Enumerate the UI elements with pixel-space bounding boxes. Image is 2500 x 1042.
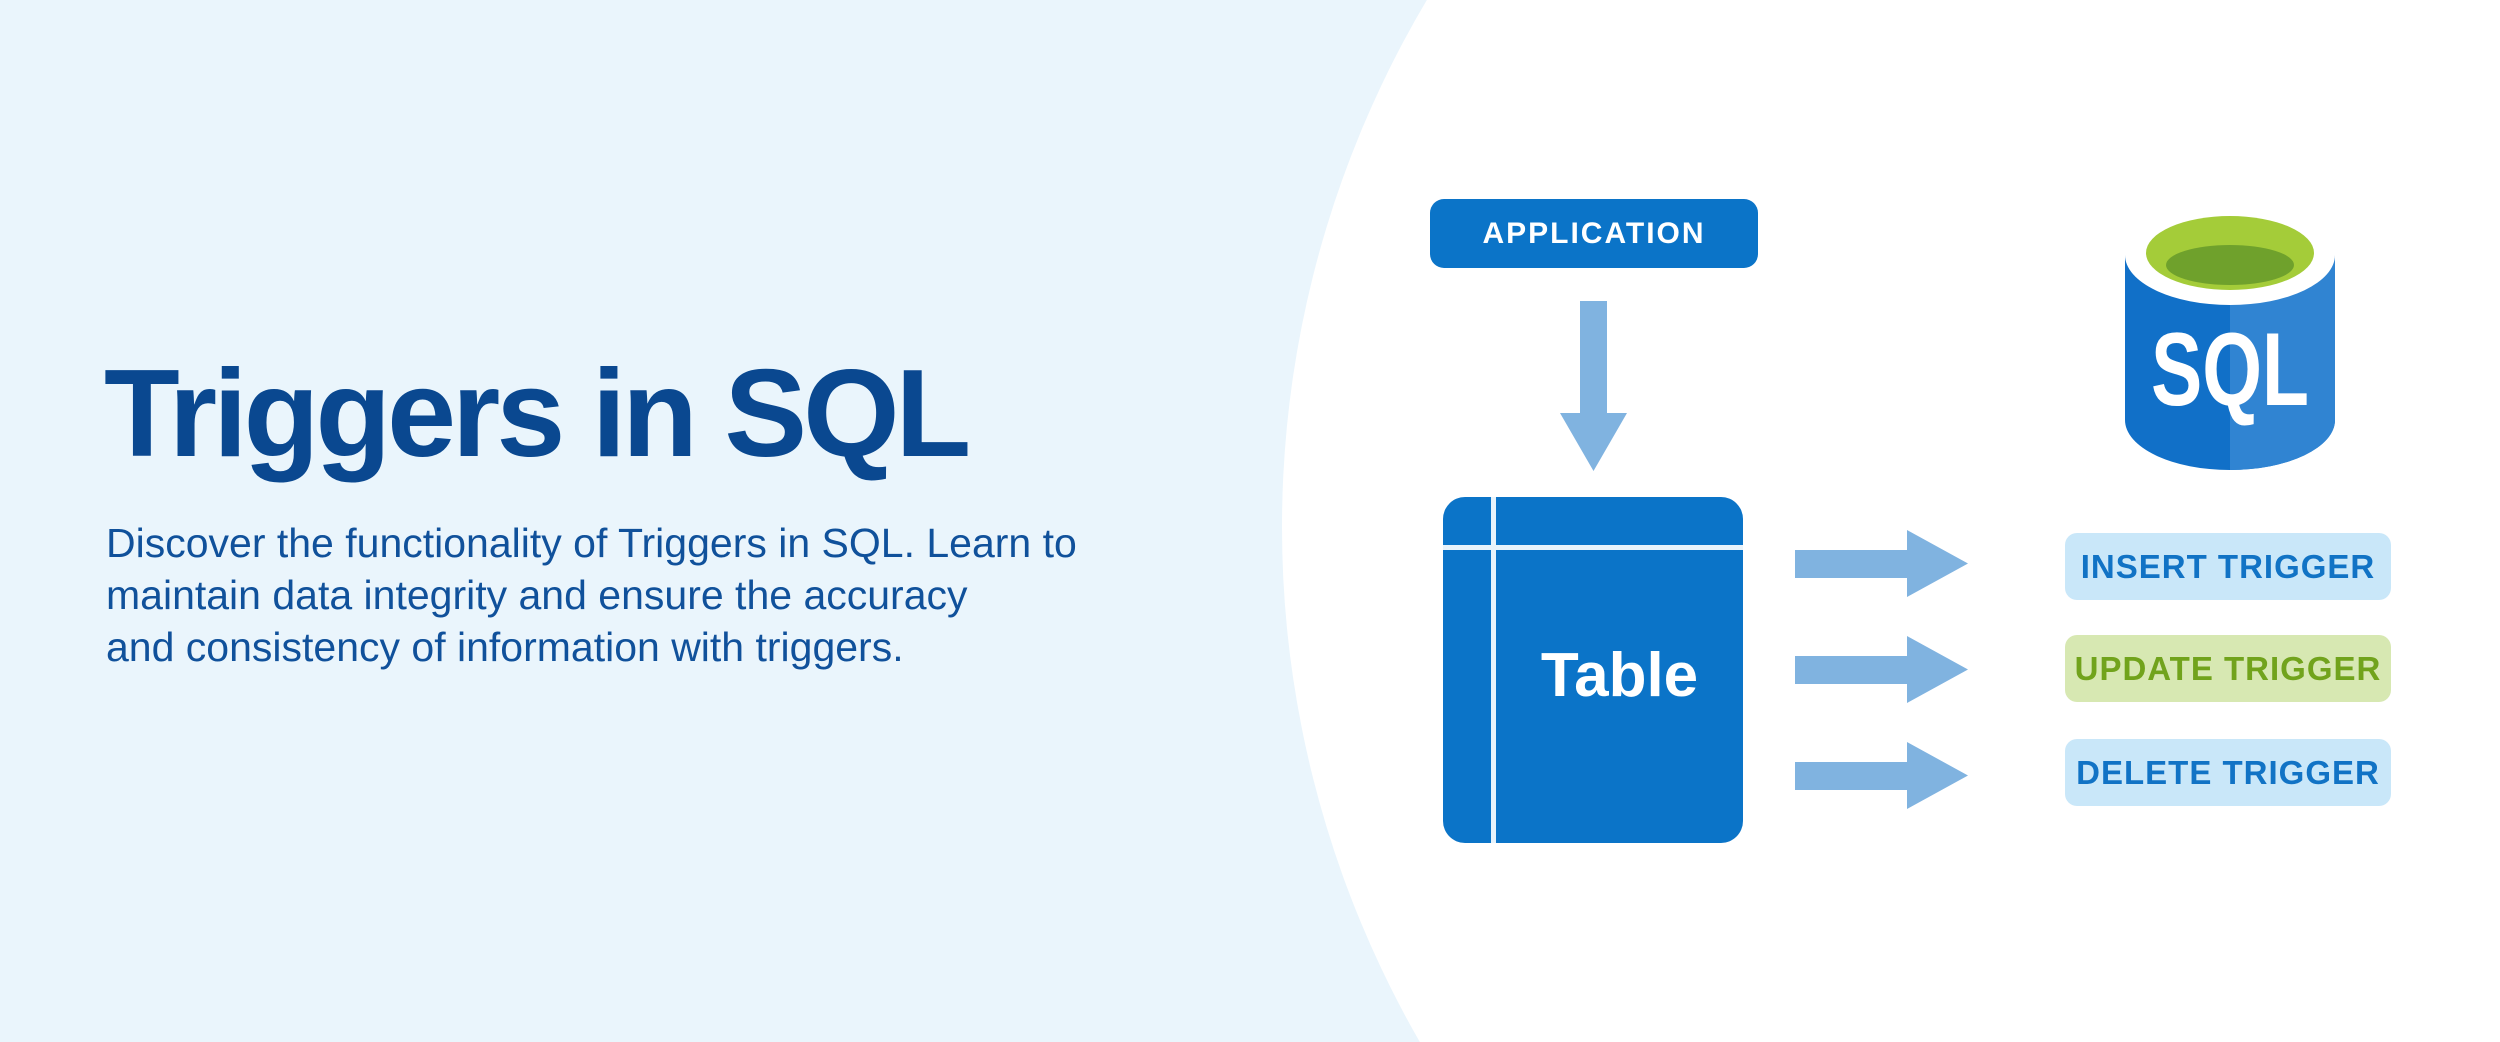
page-title: Triggers in SQL: [104, 345, 971, 483]
table-divider-horizontal: [1443, 545, 1743, 550]
down-arrow-icon: [1560, 301, 1627, 471]
table-node: Table: [1443, 497, 1743, 843]
sql-label: SQL: [2151, 312, 2309, 428]
trigger-pill-label: INSERT TRIGGER: [2080, 547, 2376, 585]
application-node-label: APPLICATION: [1482, 216, 1706, 250]
trigger-pill-label: UPDATE TRIGGER: [2074, 649, 2382, 687]
trigger-pill-delete: DELETE TRIGGER: [2065, 739, 2391, 806]
page-description: Discover the functionality of Triggers i…: [106, 517, 1077, 673]
table-label: Table: [1540, 640, 1699, 710]
application-node: APPLICATION: [1430, 199, 1758, 268]
table-divider-vertical: [1491, 497, 1496, 843]
description-line: Discover the functionality of Triggers i…: [106, 520, 1077, 566]
sql-cylinder-body-highlight: [2230, 255, 2335, 470]
description-line: maintain data integrity and ensure the a…: [106, 572, 968, 618]
sql-cylinder-top-inner: [2166, 245, 2294, 285]
right-arrow-icon: [1795, 530, 1968, 597]
right-arrow-icon: [1795, 636, 1968, 703]
trigger-pill-insert: INSERT TRIGGER: [2065, 533, 2391, 600]
description-line: and consistency of information with trig…: [106, 624, 904, 670]
trigger-pill-update: UPDATE TRIGGER: [2065, 635, 2391, 702]
trigger-pill-label: DELETE TRIGGER: [2076, 753, 2380, 791]
sql-database-icon: SQL: [2125, 205, 2335, 470]
right-arrow-icon: [1795, 742, 1968, 809]
